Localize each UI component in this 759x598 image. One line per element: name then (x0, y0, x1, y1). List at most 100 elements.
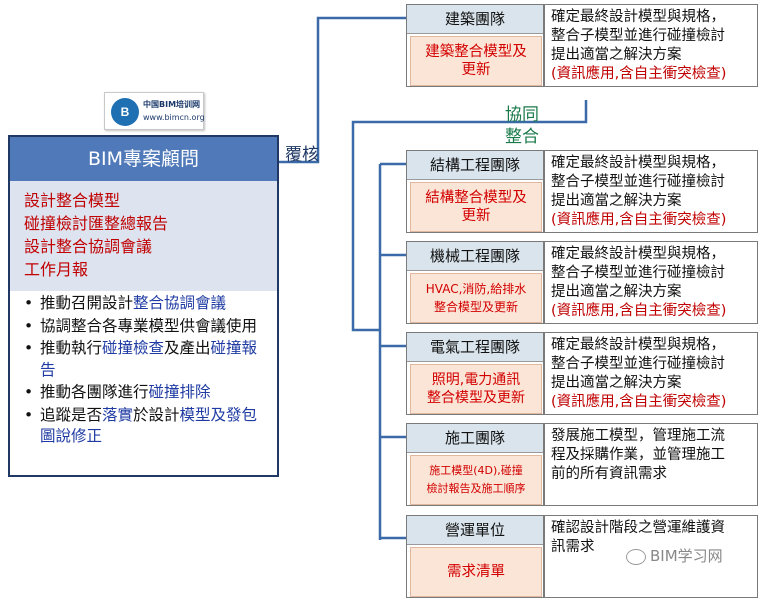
duty-text: 推動執行 (40, 339, 103, 357)
duty-highlight: 碰撞檢查 (102, 339, 165, 357)
team-deliverable-line: 施工模型(4D),碰撞 (429, 464, 523, 477)
consultant-duty: • 推動各團隊進行碰撞排除 (22, 382, 271, 404)
team-description-line: 確定最終設計模型與規格， (551, 9, 725, 25)
duty-text: 追蹤是否 (40, 405, 103, 424)
team-description: 發展施工模型，管理施工流程及採購作業，並管理施工前的所有資訊需求 (544, 423, 758, 506)
team-description-line: 提出適當之解決方案 (551, 47, 682, 63)
duty-highlight: 整合協調會議 (133, 294, 227, 312)
duty-highlight: 碰撞排除 (148, 383, 211, 401)
consultant-deliverable: 碰撞檢討匯整總報告 (24, 214, 169, 233)
team-description-line: 提出適當之解決方案 (551, 284, 682, 300)
consultant-duty: • 推動執行碰撞檢查及產出碰撞報告 (22, 338, 271, 381)
team-deliverable-line: 更新 (461, 208, 491, 224)
team-deliverable: 照明,電力通訊整合模型及更新 (410, 364, 542, 414)
logo-name: 中国BIM培训网 (143, 100, 201, 109)
team-deliverable-line: 更新 (461, 62, 491, 78)
team-description-line: 整合子模型並進行碰撞檢討 (551, 174, 725, 190)
consultant-duty: • 追蹤是否落實於設計模型及發包圖說修正 (22, 405, 271, 448)
team-name: 營運單位 (407, 516, 543, 545)
team-description-line: 整合子模型並進行碰撞檢討 (551, 356, 725, 372)
wechat-icon (626, 548, 646, 565)
team-description-line: 確定最終設計模型與規格， (551, 337, 725, 353)
consultant-deliverable: 設計整合模型 (24, 191, 121, 210)
team-deliverable: 需求清單 (410, 547, 542, 597)
consultant-deliverable: 工作月報 (24, 260, 89, 279)
team-description-line: 發展施工模型，管理施工流 (551, 428, 725, 444)
team-name: 結構工程團隊 (407, 151, 543, 180)
team-description: 確定最終設計模型與規格， 整合子模型並進行碰撞檢討提出適當之解決方案 (資訊應用,含… (544, 241, 758, 324)
team-description-line: 訊需求 (551, 539, 595, 555)
team-box: 電氣工程團隊照明,電力通訊整合模型及更新 (406, 332, 544, 415)
duty-text: 推動各團隊進行 (40, 383, 149, 401)
duty-highlight: 模型及發包圖說修正 (40, 405, 258, 446)
watermark: BIM学习网 (626, 545, 752, 571)
bullet-dot: • (24, 316, 34, 335)
team-deliverable: 建築整合模型及更新 (410, 36, 542, 86)
coordination-connector (351, 100, 588, 332)
team-description-line: 確定最終設計模型與規格， (551, 246, 725, 262)
team-description-note: (資訊應用,含自主衝突檢查) (551, 66, 727, 82)
duty-text: 於設計 (133, 405, 180, 424)
coordination-label-1: 協同 (505, 105, 539, 125)
consultant-duty: • 推動召開設計整合協調會議 (22, 293, 271, 315)
team-name: 機械工程團隊 (407, 242, 543, 271)
consultant-duties: • 推動召開設計整合協調會議 • 協調整合各專業模型供會議使用 • 推動執行碰撞檢查及產出… (10, 293, 277, 449)
bim-consultant-box: BIM專案顧問 設計整合模型 碰撞檢討匯整總報告 設計整合協調會議 工作月報 •… (8, 135, 279, 477)
team-deliverable-line: 照明,電力通訊 (431, 372, 521, 388)
bullet-dot: • (24, 294, 34, 312)
logo-url: www.bimcn.org (143, 113, 205, 122)
team-description-note: (資訊應用,含自主衝突檢查) (551, 212, 727, 228)
team-deliverable: HVAC,消防,給排水整合模型及更新 (410, 273, 542, 323)
duty-text: 協調整合各專業模型供會議使用 (40, 316, 258, 335)
team-name: 建築團隊 (407, 5, 543, 34)
team-deliverable-line: 建築整合模型及 (425, 44, 527, 60)
team-description: 確定最終設計模型與規格， 整合子模型並進行碰撞檢討提出適當之解決方案 (資訊應用,含… (544, 4, 758, 87)
duty-text: 及產出 (164, 339, 211, 357)
team-box: 建築團隊建築整合模型及更新 (406, 4, 544, 87)
consultant-deliverable: 設計整合協調會議 (24, 237, 153, 256)
team-description-note: (資訊應用,含自主衝突檢查) (551, 303, 727, 319)
consultant-duty: • 協調整合各專業模型供會議使用 (22, 316, 271, 338)
team-description-line: 前的所有資訊需求 (551, 466, 667, 482)
review-connector (279, 16, 406, 164)
team-deliverable: 結構整合模型及更新 (410, 182, 542, 232)
bullet-dot: • (24, 383, 34, 401)
team-description-line: 提出適當之解決方案 (551, 193, 682, 209)
team-description: 確定最終設計模型與規格， 整合子模型並進行碰撞檢討提出適當之解決方案 (資訊應用,含… (544, 332, 758, 415)
logo-mark: B (111, 98, 139, 126)
team-name: 電氣工程團隊 (407, 333, 543, 362)
watermark-text: BIM学习网 (650, 547, 723, 565)
logo: B 中国BIM培训网 www.bimcn.org (104, 92, 205, 130)
team-description: 確定最終設計模型與規格， 整合子模型並進行碰撞檢討提出適當之解決方案 (資訊應用,含… (544, 150, 758, 233)
duty-text: 推動召開設計 (40, 294, 134, 312)
team-deliverable-line: 整合模型及更新 (433, 300, 518, 314)
team-description-line: 整合子模型並進行碰撞檢討 (551, 28, 725, 44)
team-deliverable-line: 整合模型及更新 (427, 390, 525, 406)
team-deliverable-line: 需求清單 (447, 564, 505, 580)
team-deliverable-line: HVAC,消防,給排水 (425, 282, 527, 296)
team-description-line: 整合子模型並進行碰撞檢討 (551, 265, 725, 281)
consultant-title: BIM專案顧問 (10, 137, 277, 181)
team-description-line: 提出適當之解決方案 (551, 375, 682, 391)
team-deliverable-line: 檢討報告及施工順序 (426, 482, 526, 495)
team-name: 施工團隊 (407, 424, 543, 453)
team-description-line: 程及採購作業，並管理施工 (551, 447, 725, 463)
team-box: 結構工程團隊結構整合模型及更新 (406, 150, 544, 233)
consultant-deliverables: 設計整合模型 碰撞檢討匯整總報告 設計整合協調會議 工作月報 (10, 181, 277, 291)
team-description-line: 確定最終設計模型與規格， (551, 155, 725, 171)
team-box: 施工團隊施工模型(4D),碰撞檢討報告及施工順序 (406, 423, 544, 506)
team-deliverable: 施工模型(4D),碰撞檢討報告及施工順序 (410, 455, 542, 505)
duty-highlight: 落實 (102, 405, 134, 424)
team-box: 營運單位需求清單 (406, 515, 544, 598)
bullet-dot: • (24, 405, 34, 424)
team-deliverable-line: 結構整合模型及 (425, 190, 527, 206)
duty-highlight: 碰撞報告 (40, 339, 258, 379)
team-description-note: (資訊應用,含自主衝突檢查) (551, 394, 727, 410)
coordination-label-2: 整合 (505, 127, 539, 147)
team-description-line: 確認設計階段之營運維護資 (551, 520, 725, 536)
bullet-dot: • (24, 339, 34, 357)
review-label: 覆核 (285, 145, 319, 165)
team-description: 確認設計階段之營運維護資訊需求 (544, 515, 758, 598)
